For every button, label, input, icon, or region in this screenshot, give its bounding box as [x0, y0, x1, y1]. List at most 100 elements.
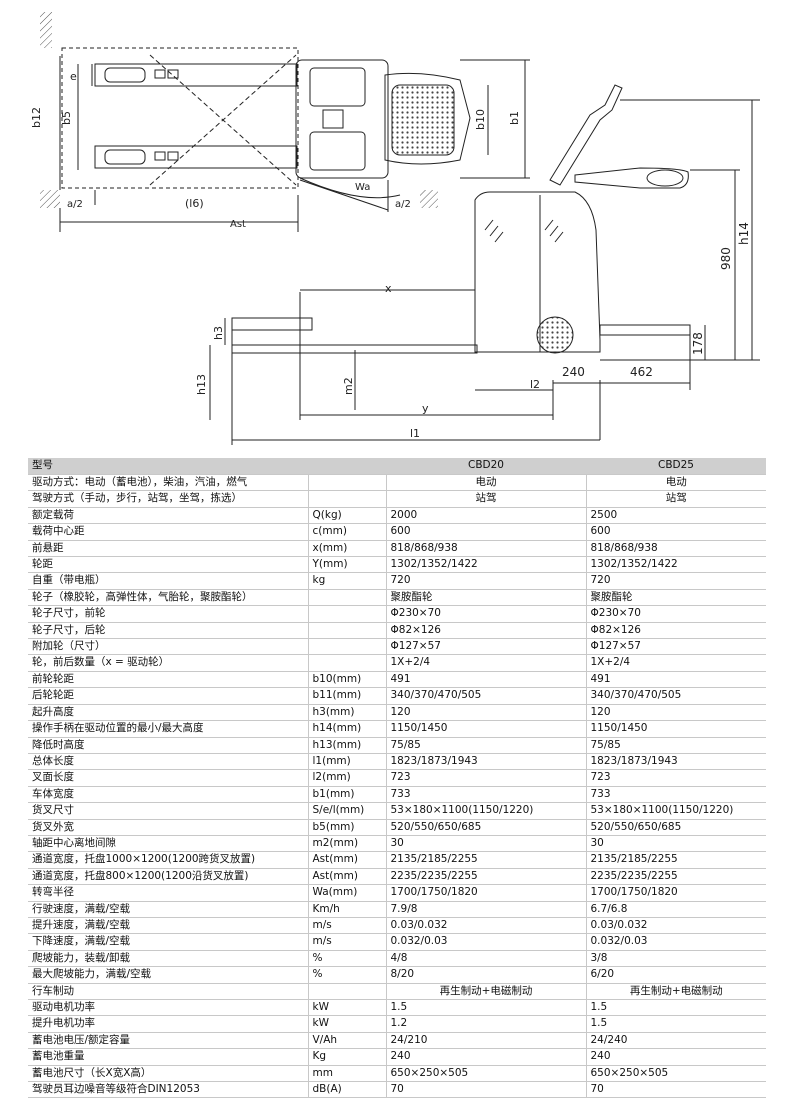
- spec-value-cbd25: 1302/1352/1422: [586, 556, 766, 574]
- spec-param-cell: 行车制动: [28, 983, 309, 1001]
- spec-value-cbd25: 70: [586, 1081, 766, 1099]
- dim-label-b10: b10: [474, 109, 487, 130]
- dim-label-ast: Ast: [230, 219, 246, 230]
- spec-unit-cell: Ast(mm): [308, 851, 387, 869]
- spec-unit-cell: [308, 622, 387, 640]
- spec-unit-cell: Ast(mm): [308, 868, 387, 886]
- spec-param-cell: 轮子（橡胶轮，高弹性体，气胎轮，聚胺酯轮）: [28, 589, 309, 607]
- spec-value-cbd25: 723: [586, 769, 766, 787]
- spec-value-cbd25: 6/20: [586, 966, 766, 984]
- spec-param-cell: 车体宽度: [28, 786, 309, 804]
- spec-value-cbd25: 53×180×1100(1150/1220): [586, 802, 766, 820]
- dim-label-b12: b12: [30, 107, 43, 128]
- fork-lower: [94, 145, 298, 169]
- spec-param-cell: 驾驶方式（手动，步行，站驾，坐驾，拣选）: [28, 490, 309, 508]
- side-view: [209, 84, 760, 445]
- spec-value-cbd20: 1.5: [386, 999, 587, 1017]
- spec-param-cell: 轴距中心离地间隙: [28, 835, 309, 853]
- spec-value-cbd25: 1.5: [586, 1015, 766, 1033]
- spec-unit-cell: kW: [308, 999, 387, 1017]
- spec-value-cbd25: 3/8: [586, 950, 766, 968]
- spec-value-cbd25: 818/868/938: [586, 540, 766, 558]
- dim-label-b1: b1: [508, 111, 521, 125]
- spec-value-cbd25: 6.7/6.8: [586, 901, 766, 918]
- spec-value-cbd25: Φ230×70: [586, 605, 766, 623]
- spec-value-cbd20: 再生制动+电磁制动: [386, 983, 587, 1001]
- dim-label-h14: h14: [737, 222, 751, 245]
- spec-unit-cell: Kg: [308, 1048, 387, 1066]
- spec-param-cell: 转弯半径: [28, 884, 309, 902]
- spec-param-cell: 降低时高度: [28, 737, 309, 754]
- spec-unit-cell: h14(mm): [308, 720, 387, 738]
- spec-value-cbd25: 75/85: [586, 737, 766, 754]
- spec-value-cbd20: 1X+2/4: [386, 654, 587, 672]
- spec-value-cbd25: 0.032/0.03: [586, 933, 766, 951]
- spec-param-cell: 蓄电池尺寸（长X宽X高）: [28, 1065, 309, 1083]
- spec-value-cbd25: Φ82×126: [586, 622, 766, 640]
- spec-value-cbd25: 120: [586, 704, 766, 722]
- spec-param-cell: 轮子尺寸，前轮: [28, 605, 309, 623]
- technical-drawing: e b12 b5 a/2 (l6) Ast Wa a/2 b10 b1: [30, 12, 760, 445]
- spec-value-cbd20: 2235/2235/2255: [386, 868, 587, 886]
- spec-value-cbd25: 24/240: [586, 1032, 766, 1050]
- table-row: 行车制动 再生制动+电磁制动再生制动+电磁制动: [28, 983, 766, 1001]
- top-view: [40, 12, 530, 232]
- spec-unit-cell: kg: [308, 572, 387, 590]
- table-header-row: 型号 CBD20 CBD25: [28, 458, 766, 475]
- spec-value-cbd20: 30: [386, 835, 587, 853]
- spec-param-cell: 轮，前后数量（x = 驱动轮）: [28, 654, 309, 672]
- spec-param-cell: 额定载荷: [28, 507, 309, 525]
- spec-value-cbd25: 再生制动+电磁制动: [586, 983, 766, 1001]
- spec-unit-cell: m2(mm): [308, 835, 387, 853]
- dim-label-240: 240: [562, 365, 585, 379]
- spec-param-cell: 货叉尺寸: [28, 802, 309, 820]
- spec-unit-cell: [308, 474, 387, 492]
- spec-value-cbd20: 1823/1873/1943: [386, 753, 587, 771]
- spec-value-cbd20: 0.032/0.03: [386, 933, 587, 951]
- spec-param-cell: 操作手柄在驱动位置的最小/最大高度: [28, 720, 309, 738]
- spec-value-cbd20: 240: [386, 1048, 587, 1066]
- spec-param-cell: 下降速度，满载/空载: [28, 933, 309, 951]
- spec-unit-cell: m/s: [308, 933, 387, 951]
- dim-label-e: e: [70, 70, 77, 83]
- spec-value-cbd20: 聚胺酯轮: [386, 589, 587, 607]
- spec-value-cbd20: Φ82×126: [386, 622, 587, 640]
- spec-param-cell: 前轮轮距: [28, 671, 309, 689]
- spec-param-cell: 通道宽度，托盘800×1200(1200沿货叉放置): [28, 868, 309, 886]
- spec-value-cbd20: 站驾: [386, 490, 587, 508]
- spec-value-cbd20: 2000: [386, 507, 587, 525]
- dim-label-a2-right: a/2: [395, 199, 411, 210]
- spec-value-cbd25: 聚胺酯轮: [586, 589, 766, 607]
- spec-unit-cell: h13(mm): [308, 737, 387, 754]
- spec-value-cbd25: 30: [586, 835, 766, 853]
- spec-unit-cell: b10(mm): [308, 671, 387, 689]
- dim-label-l1: l1: [410, 427, 420, 440]
- dim-label-a2-left: a/2: [67, 199, 83, 210]
- spec-value-cbd25: 340/370/470/505: [586, 687, 766, 705]
- spec-unit-cell: [308, 589, 387, 607]
- spec-unit-cell: l2(mm): [308, 769, 387, 787]
- fork-upper: [94, 63, 298, 87]
- spec-value-cbd25: 520/550/650/685: [586, 819, 766, 836]
- dim-label-h3: h3: [212, 326, 225, 340]
- drive-wheel: [536, 316, 574, 354]
- spec-value-cbd25: 1X+2/4: [586, 654, 766, 672]
- spec-param-cell: 叉面长度: [28, 769, 309, 787]
- spec-value-cbd20: 600: [386, 523, 587, 541]
- spec-unit-cell: b1(mm): [308, 786, 387, 804]
- tiller-handle: [574, 167, 689, 189]
- table-row: 驾驶方式（手动，步行，站驾，坐驾，拣选）站驾站驾: [28, 490, 766, 508]
- spec-value-cbd20: 75/85: [386, 737, 587, 754]
